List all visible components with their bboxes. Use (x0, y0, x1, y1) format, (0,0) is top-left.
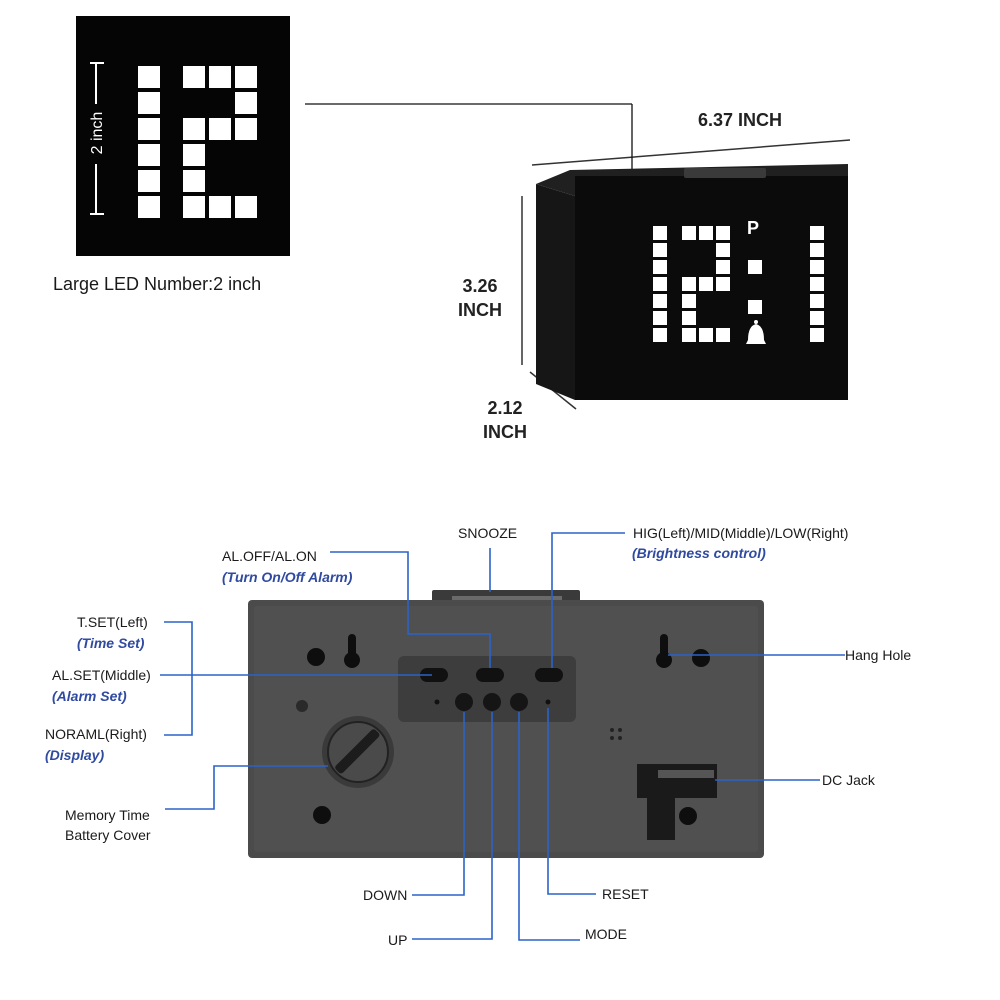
normal-label: NORAML(Right) (45, 726, 147, 742)
led-digits-graphic (84, 62, 257, 218)
alarm-bell-icon (746, 320, 766, 344)
clock-front-graphic (305, 103, 887, 410)
alset-desc: (Alarm Set) (52, 688, 127, 704)
battery-cover-label-line1: Memory Time (65, 807, 150, 823)
up-label: UP (388, 932, 408, 948)
al-off-on-desc: (Turn On/Off Alarm) (222, 569, 353, 585)
reset-label: RESET (602, 886, 649, 902)
pm-indicator: P (747, 218, 760, 238)
battery-cover-label-line2: Battery Cover (65, 827, 151, 843)
mode-label: MODE (585, 926, 627, 942)
depth-dimension-label-value: 2.12 (487, 398, 523, 418)
down-label: DOWN (363, 887, 408, 903)
depth-dimension-label-unit: INCH (483, 422, 527, 442)
hang-hole-left-icon (344, 634, 360, 668)
brightness-desc: (Brightness control) (632, 545, 766, 561)
tset-desc: (Time Set) (77, 635, 145, 651)
alset-label: AL.SET(Middle) (52, 667, 151, 683)
clock-time-digits (653, 226, 887, 342)
normal-desc: (Display) (45, 747, 105, 763)
hang-hole-label: Hang Hole (845, 647, 912, 663)
brightness-label: HIG(Left)/MID(Middle)/LOW(Right) (633, 525, 849, 541)
led-panel: 2 inch (76, 16, 290, 256)
led-digit-two (183, 66, 257, 218)
height-dimension-label-value: 3.26 (462, 276, 498, 296)
led-caption: Large LED Number:2 inch (53, 274, 262, 294)
width-dimension-label: 6.37 INCH (697, 110, 783, 130)
tset-label: T.SET(Left) (77, 614, 148, 630)
leader-lines (160, 532, 845, 941)
dc-jack-label: DC Jack (822, 772, 875, 788)
led-digit-one (138, 66, 160, 218)
al-off-on-label: AL.OFF/AL.ON (222, 548, 317, 564)
height-dimension-label-unit: INCH (458, 300, 502, 320)
hang-hole-right-icon (656, 634, 672, 668)
snooze-label: SNOOZE (458, 525, 518, 541)
